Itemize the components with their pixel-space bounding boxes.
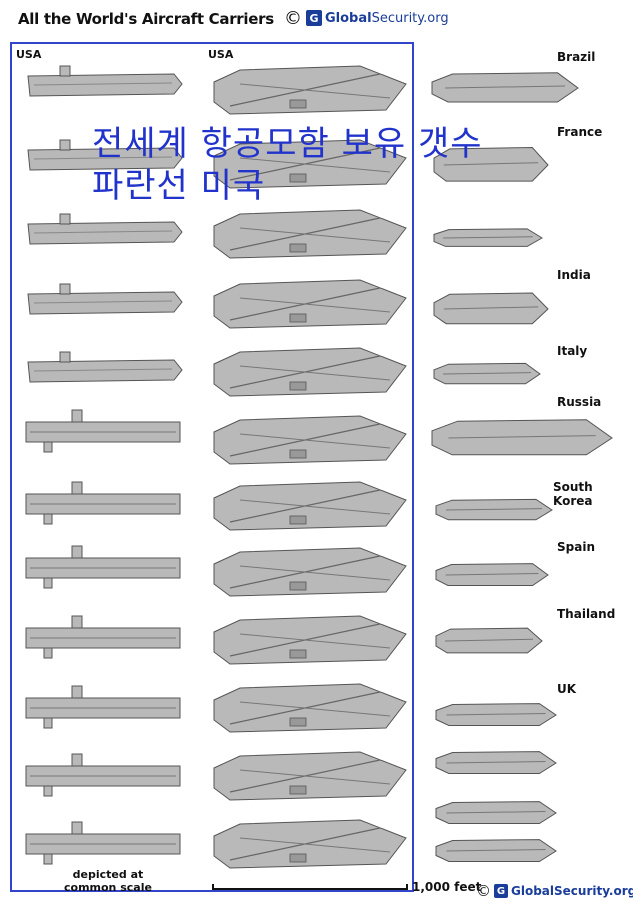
scale-note-line1: depicted at [72,868,144,881]
carrier-left-8 [25,545,181,589]
country-label-india: India [557,268,591,282]
copyright-symbol: © [284,8,302,29]
overlay-text-line1: 전세계 항공모함 보유 갯수 [92,124,483,164]
carrier-left-11 [25,753,181,797]
carrier-middle-9 [213,615,407,665]
carrier-middle-7 [213,481,407,531]
carrier-left-7 [25,481,181,525]
carrier-left-3 [27,213,183,245]
footer-globe-icon: G [494,884,508,898]
country-label-spain: Spain [557,540,595,554]
footer-globalsecurity-logo[interactable]: © G GlobalSecurity.org [476,882,633,900]
carrier-left-5 [27,351,183,383]
carrier-middle-2 [213,139,407,189]
carrier-france [433,147,549,182]
country-label-uk: UK [557,682,577,696]
carrier-left-10 [25,685,181,729]
carrier-russia [431,419,613,456]
middle-column-label: USA [208,48,234,61]
carrier-left-12 [25,821,181,865]
carrier-left-1 [27,65,183,97]
carrier-middle-4 [213,279,407,329]
carrier-left-4 [27,283,183,315]
carrier-thailand [435,627,543,654]
carrier-middle-10 [213,683,407,733]
carrier-middle-12 [213,819,407,869]
country-label-thailand: Thailand [557,607,616,621]
carrier-left-2 [27,139,183,171]
country-label-brazil: Brazil [557,50,596,64]
globe-icon: G [306,10,322,26]
left-column-label: USA [16,48,42,61]
overlay-text-line2: 파란선 미국 [92,166,266,206]
footer-logo-text: GlobalSecurity.org [511,884,633,898]
carrier-middle-5 [213,347,407,397]
carrier-middle-1 [213,65,407,115]
carrier-uk-4 [435,839,557,862]
usa-highlight-box [10,42,414,892]
scale-bar [212,884,408,890]
scale-note: depicted at common scale [64,868,152,894]
country-label-russia: Russia [557,395,602,409]
carrier-italy [433,362,541,385]
carrier-middle-6 [213,415,407,465]
carrier-uk-2 [435,751,557,774]
carrier-middle-11 [213,751,407,801]
carrier-south-korea [435,498,553,521]
carrier-left-9 [25,615,181,659]
carrier-uk-1 [435,703,557,726]
scale-bar-label: 1,000 feet [412,880,482,894]
carrier-left-6 [25,409,181,453]
page-title: All the World's Aircraft Carriers [18,10,274,28]
carrier-uk-3 [435,801,557,824]
logo-suffix: Security.org [371,10,449,26]
country-label-france: France [557,125,603,139]
country-label-italy: Italy [557,344,588,358]
logo-brand: Global [325,10,372,26]
carrier-france-2 [433,228,543,247]
carrier-india [433,292,549,325]
footer-copyright-symbol: © [476,882,491,900]
scale-note-line2: common scale [64,881,152,894]
country-label-south-korea: South Korea [553,480,593,508]
carrier-middle-3 [213,209,407,259]
carrier-brazil [431,72,579,103]
carrier-middle-8 [213,547,407,597]
carrier-spain [435,563,549,586]
